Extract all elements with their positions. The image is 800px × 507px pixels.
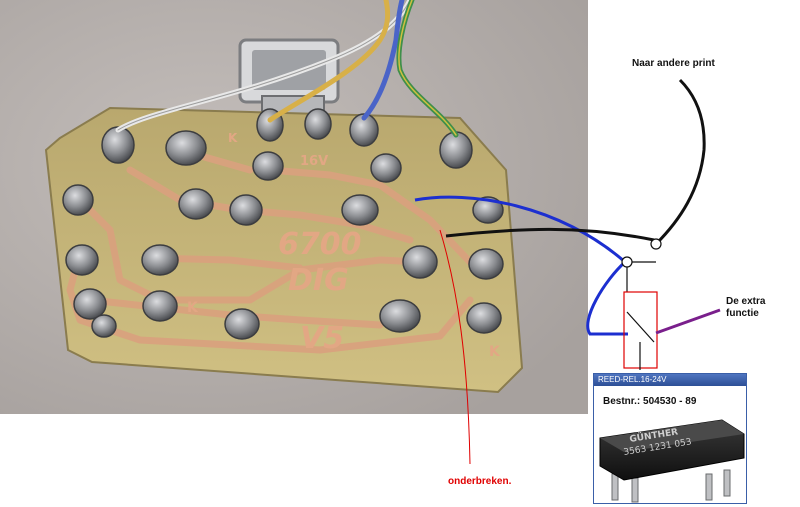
board-text-k3: K — [228, 131, 238, 145]
board-text-k2: K — [489, 344, 501, 360]
reed-relay-product-card: REED-REL.16-24V Bestnr.: 504530 - 89 GÜN… — [593, 373, 747, 504]
board-text-v5: V5 — [300, 321, 344, 356]
metal-component — [238, 38, 340, 123]
product-order-number: Bestnr.: 504530 - 89 — [603, 396, 697, 407]
purple-line — [655, 308, 721, 335]
label-naar-andere-print: Naar andere print — [632, 58, 715, 69]
board-wires — [115, 0, 459, 138]
copper-traces — [66, 146, 474, 354]
board-text-dig: DIG — [288, 263, 349, 298]
black-wire-print — [654, 78, 706, 246]
black-wire-board — [445, 227, 655, 242]
board-text-k1: K — [187, 300, 199, 316]
relay-pins — [611, 469, 731, 503]
board-text-voltage: 16V — [300, 154, 328, 169]
label-onderbreken: onderbreken. — [448, 476, 512, 487]
relay-schematic — [621, 238, 662, 370]
reed-relay-image: GÜNTHER 3563 1231 053 — [599, 419, 745, 503]
solder-joints — [62, 108, 504, 340]
blue-wire — [414, 195, 628, 336]
label-extra-functie: De extra functie — [726, 296, 766, 319]
board-text-6700: 6700 — [278, 227, 362, 262]
product-header: REED-REL.16-24V — [594, 374, 746, 386]
red-annotation-line — [439, 229, 471, 465]
